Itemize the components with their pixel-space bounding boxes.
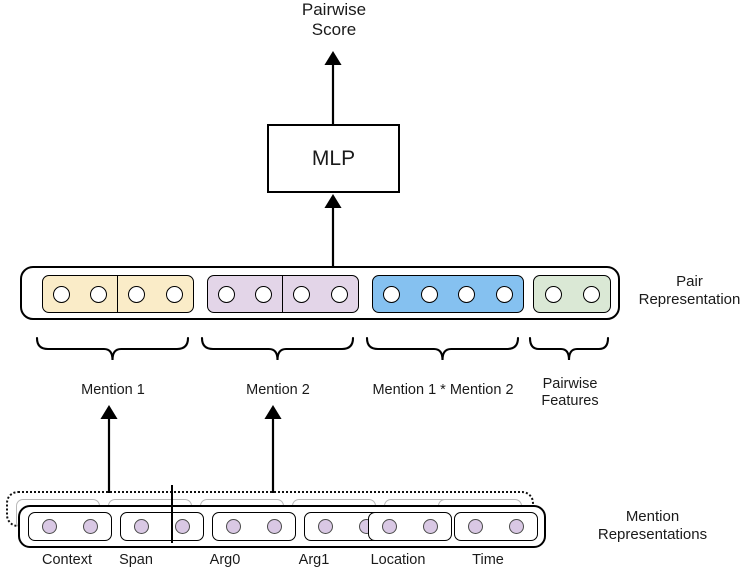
segment-mention-product-group (373, 276, 523, 312)
vector-node (293, 285, 311, 303)
brace-label-mention-product: Mention 1 * Mention 2 (372, 382, 514, 398)
segment-pairwise-features-group (534, 276, 610, 312)
pair-representation-container (20, 266, 620, 320)
mention-cell-span (120, 512, 204, 541)
mention-node (83, 519, 98, 534)
mention-cell-context (28, 512, 112, 541)
brace-mention-product (364, 336, 521, 362)
brace-label-pairwise-features: Pairwise Features (541, 376, 599, 410)
vector-node (544, 285, 562, 303)
segment-mention-2-group-2 (283, 276, 358, 312)
mention-group-separator (171, 485, 173, 543)
segment-mention-2 (207, 275, 359, 313)
brace-label-mention-2: Mention 2 (246, 382, 310, 398)
mention-cell-label-arg1: Arg1 (298, 552, 330, 568)
vector-node (218, 285, 235, 303)
pairwise-score-label: Pairwise Score (301, 0, 367, 40)
mention-cell-location (368, 512, 452, 541)
brace-pairwise-features (527, 336, 611, 362)
vector-node (128, 285, 146, 303)
vector-node (90, 285, 107, 303)
mlp-box: MLP (267, 124, 400, 193)
vector-node (420, 285, 438, 303)
mention-node (423, 519, 438, 534)
mention-cell-label-span: Span (119, 552, 153, 568)
mention-node (42, 519, 57, 534)
mention-node (382, 519, 397, 534)
vector-node (458, 285, 476, 303)
mention-node (175, 519, 190, 534)
mention-cell-label-context: Context (42, 552, 92, 568)
segment-mention-product (372, 275, 524, 313)
mlp-label: MLP (311, 146, 356, 170)
vector-node (165, 285, 183, 303)
vector-node (255, 285, 272, 303)
mention-node (134, 519, 149, 534)
brace-label-mention-1: Mention 1 (81, 382, 145, 398)
vector-node (53, 285, 70, 303)
segment-mention-1-group-2 (118, 276, 193, 312)
segment-pairwise-features (533, 275, 611, 313)
vector-node (582, 285, 600, 303)
segment-mention-1 (42, 275, 194, 313)
segment-mention-2-group-1 (208, 276, 283, 312)
vector-node (383, 285, 401, 303)
brace-mention-1 (34, 336, 191, 362)
mention-cell-label-location: Location (370, 552, 426, 568)
mention-cell-label-arg0: Arg0 (209, 552, 241, 568)
mention-representations-caption: Mention Representations (597, 508, 708, 543)
mention-cell-label-time: Time (472, 552, 504, 568)
mention-representations-container (6, 491, 551, 553)
brace-mention-2 (199, 336, 356, 362)
vector-node (330, 285, 348, 303)
mention-cell-arg0 (212, 512, 296, 541)
mention-node (226, 519, 241, 534)
mention-node (468, 519, 483, 534)
mention-node (267, 519, 282, 534)
vector-node (495, 285, 513, 303)
pair-representation-caption: Pair Representation (638, 273, 741, 308)
mention-node (509, 519, 524, 534)
mention-node (318, 519, 333, 534)
segment-mention-1-group-1 (43, 276, 118, 312)
mention-cell-time (454, 512, 538, 541)
